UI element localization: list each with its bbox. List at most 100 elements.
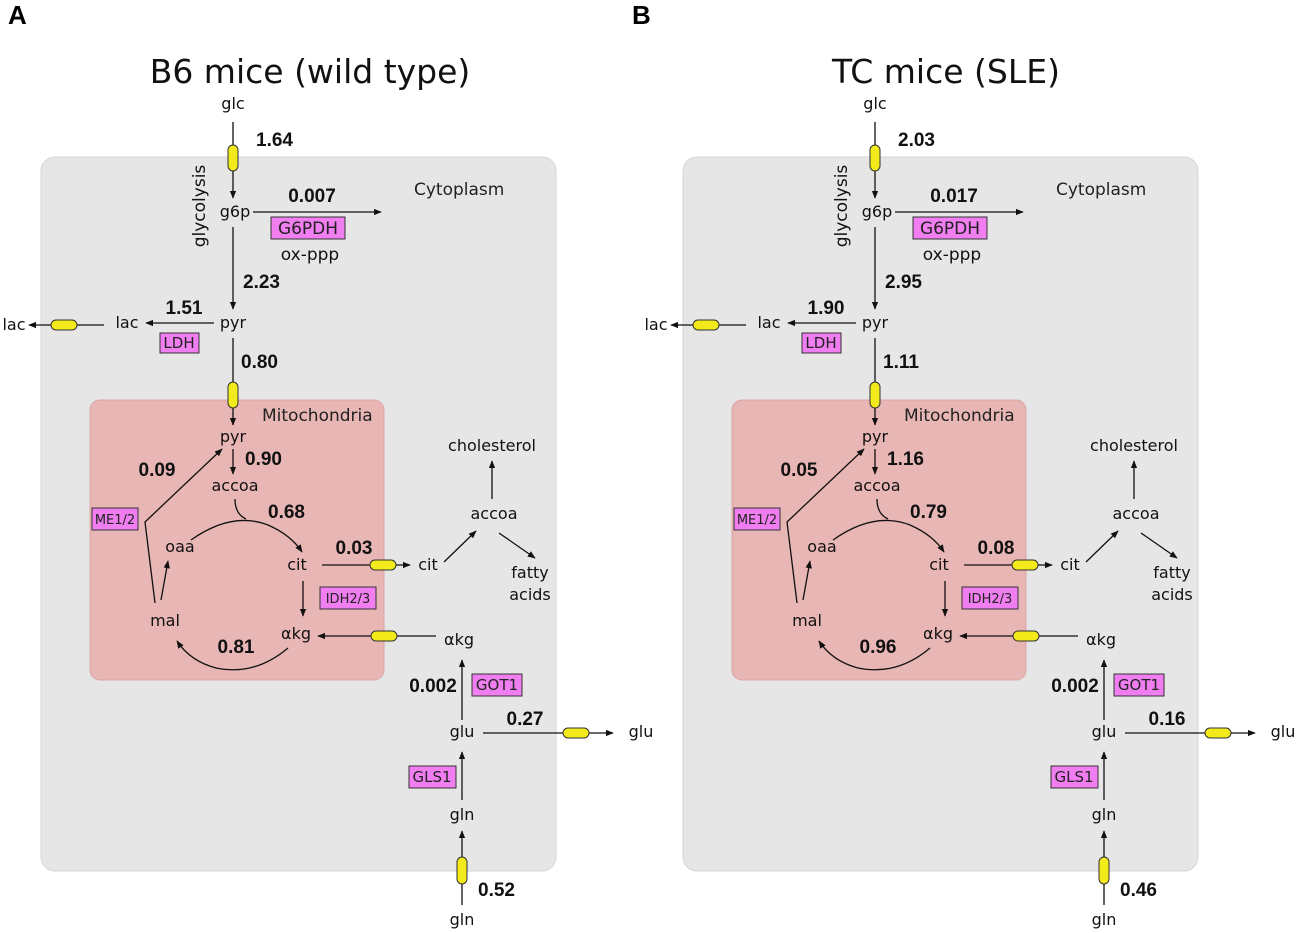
- akg-to-mal-arrow: [818, 640, 931, 671]
- metabolite-oaa: oaa: [165, 537, 194, 556]
- metabolite-gln: gln: [450, 805, 475, 824]
- cytoplasm-label: Cytoplasm: [414, 180, 504, 200]
- flux-ldh: 1.90: [808, 298, 845, 319]
- metabolite-lac-outside: lac: [644, 315, 667, 334]
- flux-glucose-uptake: 1.64: [256, 130, 293, 151]
- flux-pdh: 1.16: [887, 449, 924, 470]
- metabolite-accoa-mito: accoa: [212, 476, 259, 495]
- citrate-transporter: [1011, 559, 1039, 571]
- oxppp-label: ox-ppp: [923, 245, 981, 265]
- metabolite-accoa-cyto: accoa: [471, 504, 518, 523]
- accoa-to-cs-line: [876, 498, 889, 520]
- metabolite-glu-outside: glu: [629, 722, 654, 741]
- enzyme-ldh: LDH: [163, 334, 194, 352]
- metabolite-cit-mito: cit: [287, 555, 307, 574]
- metabolite-pyr: pyr: [862, 313, 889, 332]
- akg-to-mal-arrow: [176, 640, 289, 671]
- malic-enzyme-arrow: [786, 448, 865, 604]
- metabolite-akg-cyto: αkg: [1086, 630, 1116, 649]
- enzyme-box-me: [733, 507, 781, 531]
- flux-ldh: 1.51: [166, 298, 203, 319]
- metabolite-accoa-cyto: accoa: [1113, 504, 1160, 523]
- glutamate-transporter: [1204, 727, 1232, 739]
- enzyme-got1: GOT1: [1118, 676, 1160, 694]
- flux-oxppp: 0.007: [288, 186, 336, 207]
- flux-akg-to-mal: 0.81: [218, 637, 255, 658]
- enzyme-box-gls1: [1050, 765, 1099, 789]
- enzyme-me: ME1/2: [95, 513, 135, 528]
- flux-pyruvate-transport: 0.80: [241, 352, 278, 373]
- metabolite-akg-mito: αkg: [923, 624, 953, 643]
- enzyme-box-idh: [319, 586, 377, 610]
- metabolite-gln-outside: gln: [1092, 910, 1117, 929]
- mitochondria-label: Mitochondria: [904, 406, 1015, 426]
- enzyme-box-me: [91, 507, 139, 531]
- glycolysis-label: glycolysis: [190, 165, 210, 248]
- enzyme-box-got1: [471, 673, 523, 697]
- citrate-transporter: [369, 559, 397, 571]
- metabolite-lac-outside: lac: [2, 315, 25, 334]
- flux-akg-to-mal: 0.96: [860, 637, 897, 658]
- metabolite-accoa-mito: accoa: [854, 476, 901, 495]
- mitochondria-label: Mitochondria: [262, 406, 373, 426]
- fatty-acid-arrow: [1140, 532, 1178, 559]
- metabolite-glu: glu: [450, 722, 475, 741]
- panel-letter: A: [8, 0, 27, 30]
- metabolite-glc: glc: [221, 94, 244, 113]
- acly-arrow: [443, 530, 477, 563]
- metabolite-acids: acids: [1151, 585, 1193, 604]
- metabolite-oaa: oaa: [807, 537, 836, 556]
- pyruvate-transporter: [227, 381, 239, 409]
- metabolite-cit-mito: cit: [929, 555, 949, 574]
- enzyme-box-ldh: [801, 332, 842, 354]
- glutamine-transporter: [1098, 856, 1110, 885]
- flux-glutamate-export: 0.27: [507, 709, 544, 730]
- metabolite-cholesterol: cholesterol: [1090, 436, 1178, 455]
- oxppp-label: ox-ppp: [281, 245, 339, 265]
- pyruvate-transporter: [869, 381, 881, 409]
- metabolite-g6p: g6p: [862, 202, 893, 221]
- metabolite-fatty: fatty: [1153, 563, 1190, 582]
- metabolite-pyr-mito: pyr: [220, 427, 247, 446]
- flux-pyruvate-transport: 1.11: [883, 352, 919, 373]
- metabolite-acids: acids: [509, 585, 551, 604]
- flux-oxppp: 0.017: [930, 186, 978, 207]
- citrate-synthase-arrow: [190, 519, 303, 553]
- metabolite-mal: mal: [792, 611, 822, 630]
- panel-a: A B6 mice (wild type) Cytoplasm Mitochon…: [2, 0, 653, 929]
- accoa-to-cs-line: [234, 498, 247, 520]
- enzyme-box-g6pdh: [270, 216, 346, 240]
- enzyme-idh: IDH2/3: [326, 592, 371, 607]
- citrate-synthase-arrow: [832, 519, 945, 553]
- metabolite-cholesterol: cholesterol: [448, 436, 536, 455]
- flux-malic-enzyme: 0.09: [139, 460, 176, 481]
- glutamate-transporter: [562, 727, 590, 739]
- metabolite-fatty: fatty: [511, 563, 548, 582]
- panel-b: B TC mice (SLE) Cytoplasm Mitochondria g…: [632, 0, 1295, 929]
- flux-glutamine-uptake: 0.46: [1120, 880, 1157, 901]
- mdh-arrow: [802, 560, 812, 601]
- glucose-transporter: [227, 144, 239, 172]
- glucose-transporter: [869, 144, 881, 172]
- metabolite-glu-outside: glu: [1271, 722, 1296, 741]
- flux-citrate-synthase: 0.68: [268, 502, 305, 523]
- enzyme-box-idh: [961, 586, 1019, 610]
- metabolite-gln: gln: [1092, 805, 1117, 824]
- flux-got1: 0.002: [409, 676, 457, 697]
- enzyme-box-gls1: [408, 765, 457, 789]
- panel-title: B6 mice (wild type): [150, 52, 471, 91]
- flux-glycolysis: 2.23: [243, 272, 280, 293]
- lactate-transporter: [692, 319, 720, 331]
- lactate-transporter: [50, 319, 78, 331]
- metabolite-akg-cyto: αkg: [444, 630, 474, 649]
- enzyme-ldh: LDH: [805, 334, 836, 352]
- enzyme-gls1: GLS1: [1054, 768, 1093, 786]
- acly-arrow: [1085, 530, 1119, 563]
- enzyme-me: ME1/2: [737, 513, 777, 528]
- metabolite-cit-cyto: cit: [418, 555, 438, 574]
- enzyme-box-got1: [1113, 673, 1165, 697]
- glycolysis-label: glycolysis: [832, 165, 852, 248]
- flux-pdh: 0.90: [245, 449, 282, 470]
- flux-got1: 0.002: [1051, 676, 1099, 697]
- flux-glutamine-uptake: 0.52: [478, 880, 515, 901]
